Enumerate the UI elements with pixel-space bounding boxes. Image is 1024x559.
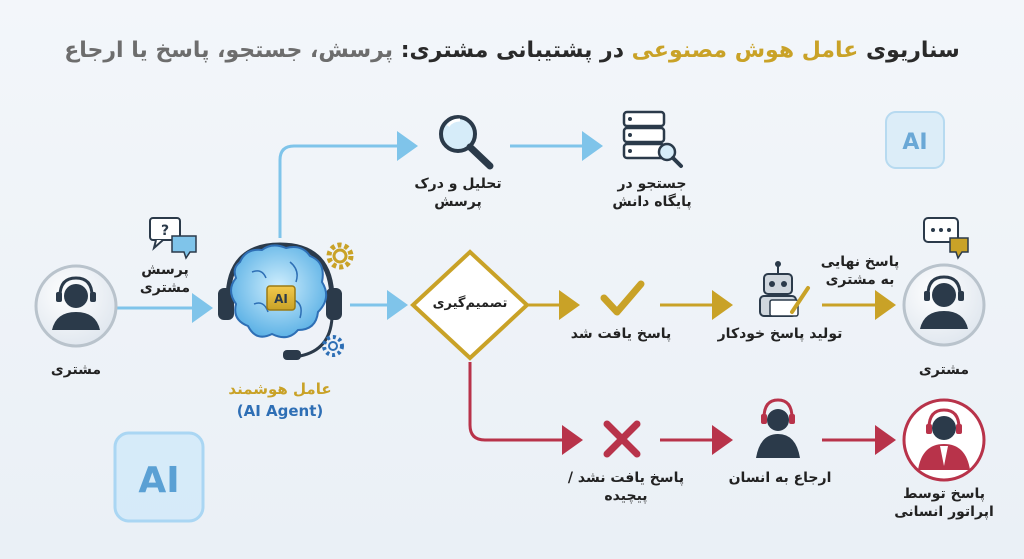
title-part3: در پشتیبانی مشتری: [400, 38, 624, 63]
not-found-label-line2: پیچیده [604, 488, 648, 504]
x-mark-icon [603, 420, 641, 458]
answer-found-label: پاسخ یافت شد [570, 326, 672, 342]
final-reply-label-line1: پاسخ نهایی [820, 254, 900, 270]
ai-badge-top-text: AI [902, 130, 927, 155]
svg-text:?: ? [161, 223, 169, 239]
refer-human-label: ارجاع به انسان [728, 470, 832, 486]
auto-reply-label: تولید پاسخ خودکار [717, 326, 843, 342]
chat-bubbles-icon [923, 217, 969, 260]
ai-badge-top-icon: AI [885, 111, 945, 169]
robot-writing-icon [759, 261, 810, 317]
title-part1: سناریوی [865, 38, 960, 63]
magnifier-icon [439, 115, 494, 170]
customer-query-label-line2: مشتری [139, 280, 191, 296]
agent-name-en-label: (AI Agent) [236, 402, 324, 420]
page-title: سناریوی عامل هوش مصنوعی در پشتیبانی مشتر… [0, 38, 1024, 64]
decision-label: تصمیم‌گیری [432, 296, 508, 311]
customer-right-icon [902, 263, 986, 347]
human-agent-icon [756, 398, 800, 458]
ai-badge-bottom-icon: AI [113, 431, 205, 523]
final-reply-label-line2: به مشتری [825, 272, 895, 288]
decision-diamond [410, 249, 530, 361]
agent-badge-text: AI [274, 292, 288, 306]
operator-icon [902, 398, 986, 482]
operator-label-line2: اپراتور انسانی [894, 504, 994, 520]
database-search-icon [622, 110, 683, 168]
gear-small-icon [322, 335, 344, 357]
analyze-label-line1: تحلیل و درک [414, 176, 502, 192]
check-icon [600, 280, 645, 316]
question-bubble-icon: ? [149, 217, 197, 260]
agent-name-label: عامل هوشمند [228, 380, 332, 398]
search-label-line1: جستجو در [617, 176, 687, 192]
gear-large-icon [326, 242, 354, 270]
arrow-agent-to-analyze [278, 131, 418, 238]
customer-right-label: مشتری [918, 362, 970, 378]
operator-label-line1: پاسخ توسط [902, 486, 986, 502]
search-label-line2: پایگاه دانش [612, 194, 692, 210]
customer-query-label-line1: پرسش [141, 262, 189, 278]
title-part4: پرسش، جستجو، پاسخ یا ارجاع [64, 38, 394, 63]
customer-left-label: مشتری [50, 362, 102, 378]
title-part2: عامل هوش مصنوعی [631, 38, 859, 63]
ai-agent-brain-icon: AI [218, 242, 342, 360]
not-found-label-line1: پاسخ یافت نشد / [567, 470, 685, 486]
customer-left-icon [34, 264, 118, 348]
arrow-decision-to-notfound [468, 362, 583, 455]
analyze-label-line2: پرسش [434, 194, 482, 210]
ai-badge-bottom-text: AI [138, 460, 179, 501]
